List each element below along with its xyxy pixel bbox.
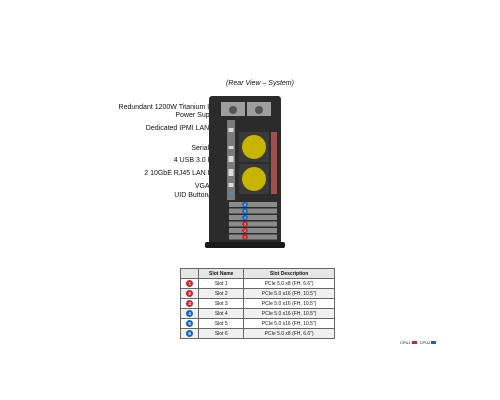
fan-side-panel [271, 132, 277, 194]
slot-bracket [229, 208, 277, 214]
slot-bracket [229, 234, 277, 240]
slot-table-header: Slot Name Slot Description [179, 268, 335, 279]
slot-badge: 3 [186, 300, 194, 307]
slot-name-cell: Slot 2 [198, 288, 245, 299]
server-rear-view: 6 5 4 3 2 1 [205, 96, 285, 248]
slot-bracket [229, 221, 277, 227]
slot-badge-cell: 2 [179, 288, 200, 299]
slot-badge-marker [242, 201, 248, 208]
ipmi-port [228, 128, 234, 132]
fan-bottom-icon [242, 167, 266, 191]
slot-badge-cell: 5 [179, 318, 200, 329]
expansion-slots: 6 5 4 3 2 1 [229, 201, 277, 240]
lan-ports [228, 169, 234, 176]
slot-name-cell: Slot 5 [198, 318, 245, 329]
slot-badge-cell: 3 [179, 298, 200, 309]
slot-description-cell: PCIe 5.0 x16 (FH, 10.5") [243, 308, 335, 319]
slot-bracket [229, 228, 277, 233]
psu-1-fan-icon [229, 106, 237, 114]
slot-badge: 6 [186, 330, 194, 337]
serial-port [228, 146, 234, 149]
slot-badge-number: 1 [244, 236, 246, 240]
slot-name-cell: Slot 6 [198, 328, 245, 339]
callout-uid: UID Button/LED [174, 192, 224, 199]
slot-description-cell: PCIe 5.0 x16 (FH, 10.5") [243, 298, 335, 309]
slot-badge-number: 4 [244, 216, 246, 220]
psu-2-fan-icon [255, 106, 263, 114]
cpu-legend: CPU1 CPU2 [400, 340, 438, 345]
legend-cpu2-label: CPU2 [419, 340, 431, 345]
header-badge [179, 268, 200, 279]
slot-badge-cell: 6 [179, 328, 200, 339]
header-slot-description: Slot Description [243, 268, 335, 279]
callout-usb: 4 USB 3.0 Ports [173, 157, 224, 164]
slot-badge-number: 6 [244, 203, 246, 207]
slot-badge-marker [242, 208, 248, 214]
callout-serial: Serial Port [191, 145, 224, 152]
legend-cpu1-swatch [411, 341, 417, 344]
callout-ipmi: Dedicated IPMI LAN Port [145, 125, 224, 132]
slot-name-cell: Slot 4 [198, 308, 245, 319]
callout-lan: 2 10GbE RJ45 LAN Ports [144, 170, 224, 177]
slot-badge-marker [242, 227, 248, 234]
slot-name-cell: Slot 1 [198, 278, 245, 289]
legend-cpu2-swatch [431, 341, 437, 344]
slot-bracket [229, 215, 277, 220]
callout-psu-line1: Redundant 1200W Titanium Level [118, 104, 224, 111]
slot-badge-marker [242, 214, 248, 221]
slot-badge-marker [242, 221, 248, 227]
legend-cpu1-label: CPU1 [400, 340, 411, 345]
slot-badge: 1 [186, 280, 194, 287]
slot-badge-number: 3 [244, 223, 246, 227]
callout-psu-line2: Power Supplies [175, 112, 224, 119]
slot-badge-number: 2 [244, 229, 246, 233]
usb-ports [228, 156, 234, 162]
slot-description-cell: PCIe 5.0 x16 (FH, 10.5") [243, 288, 335, 299]
slot-badge-cell: 4 [179, 308, 200, 319]
slot-badge: 2 [186, 290, 194, 297]
slot-badge-marker [242, 234, 248, 240]
vga-port [228, 183, 234, 187]
uid-led [229, 191, 233, 195]
slot-description-cell: PCIe 5.0 x8 (FH, 6.6") [243, 328, 335, 339]
fan-top-icon [242, 135, 266, 159]
slot-badge: 5 [186, 320, 194, 327]
view-caption: (Rear View – System) [226, 80, 294, 87]
slot-description-cell: PCIe 5.0 x8 (FH, 6.6") [243, 278, 335, 289]
header-slot-name: Slot Name [198, 268, 245, 279]
slot-badge-number: 5 [244, 210, 246, 214]
slot-name-cell: Slot 3 [198, 298, 245, 309]
chassis-feet [205, 242, 285, 248]
slot-description-cell: PCIe 5.0 x16 (FH, 10.5") [243, 318, 335, 329]
slot-badge: 4 [186, 310, 194, 317]
slot-badge-cell: 1 [179, 278, 200, 289]
slot-bracket [229, 202, 277, 207]
callout-psu: Redundant 1200W Titanium Level Power Sup… [119, 104, 224, 120]
